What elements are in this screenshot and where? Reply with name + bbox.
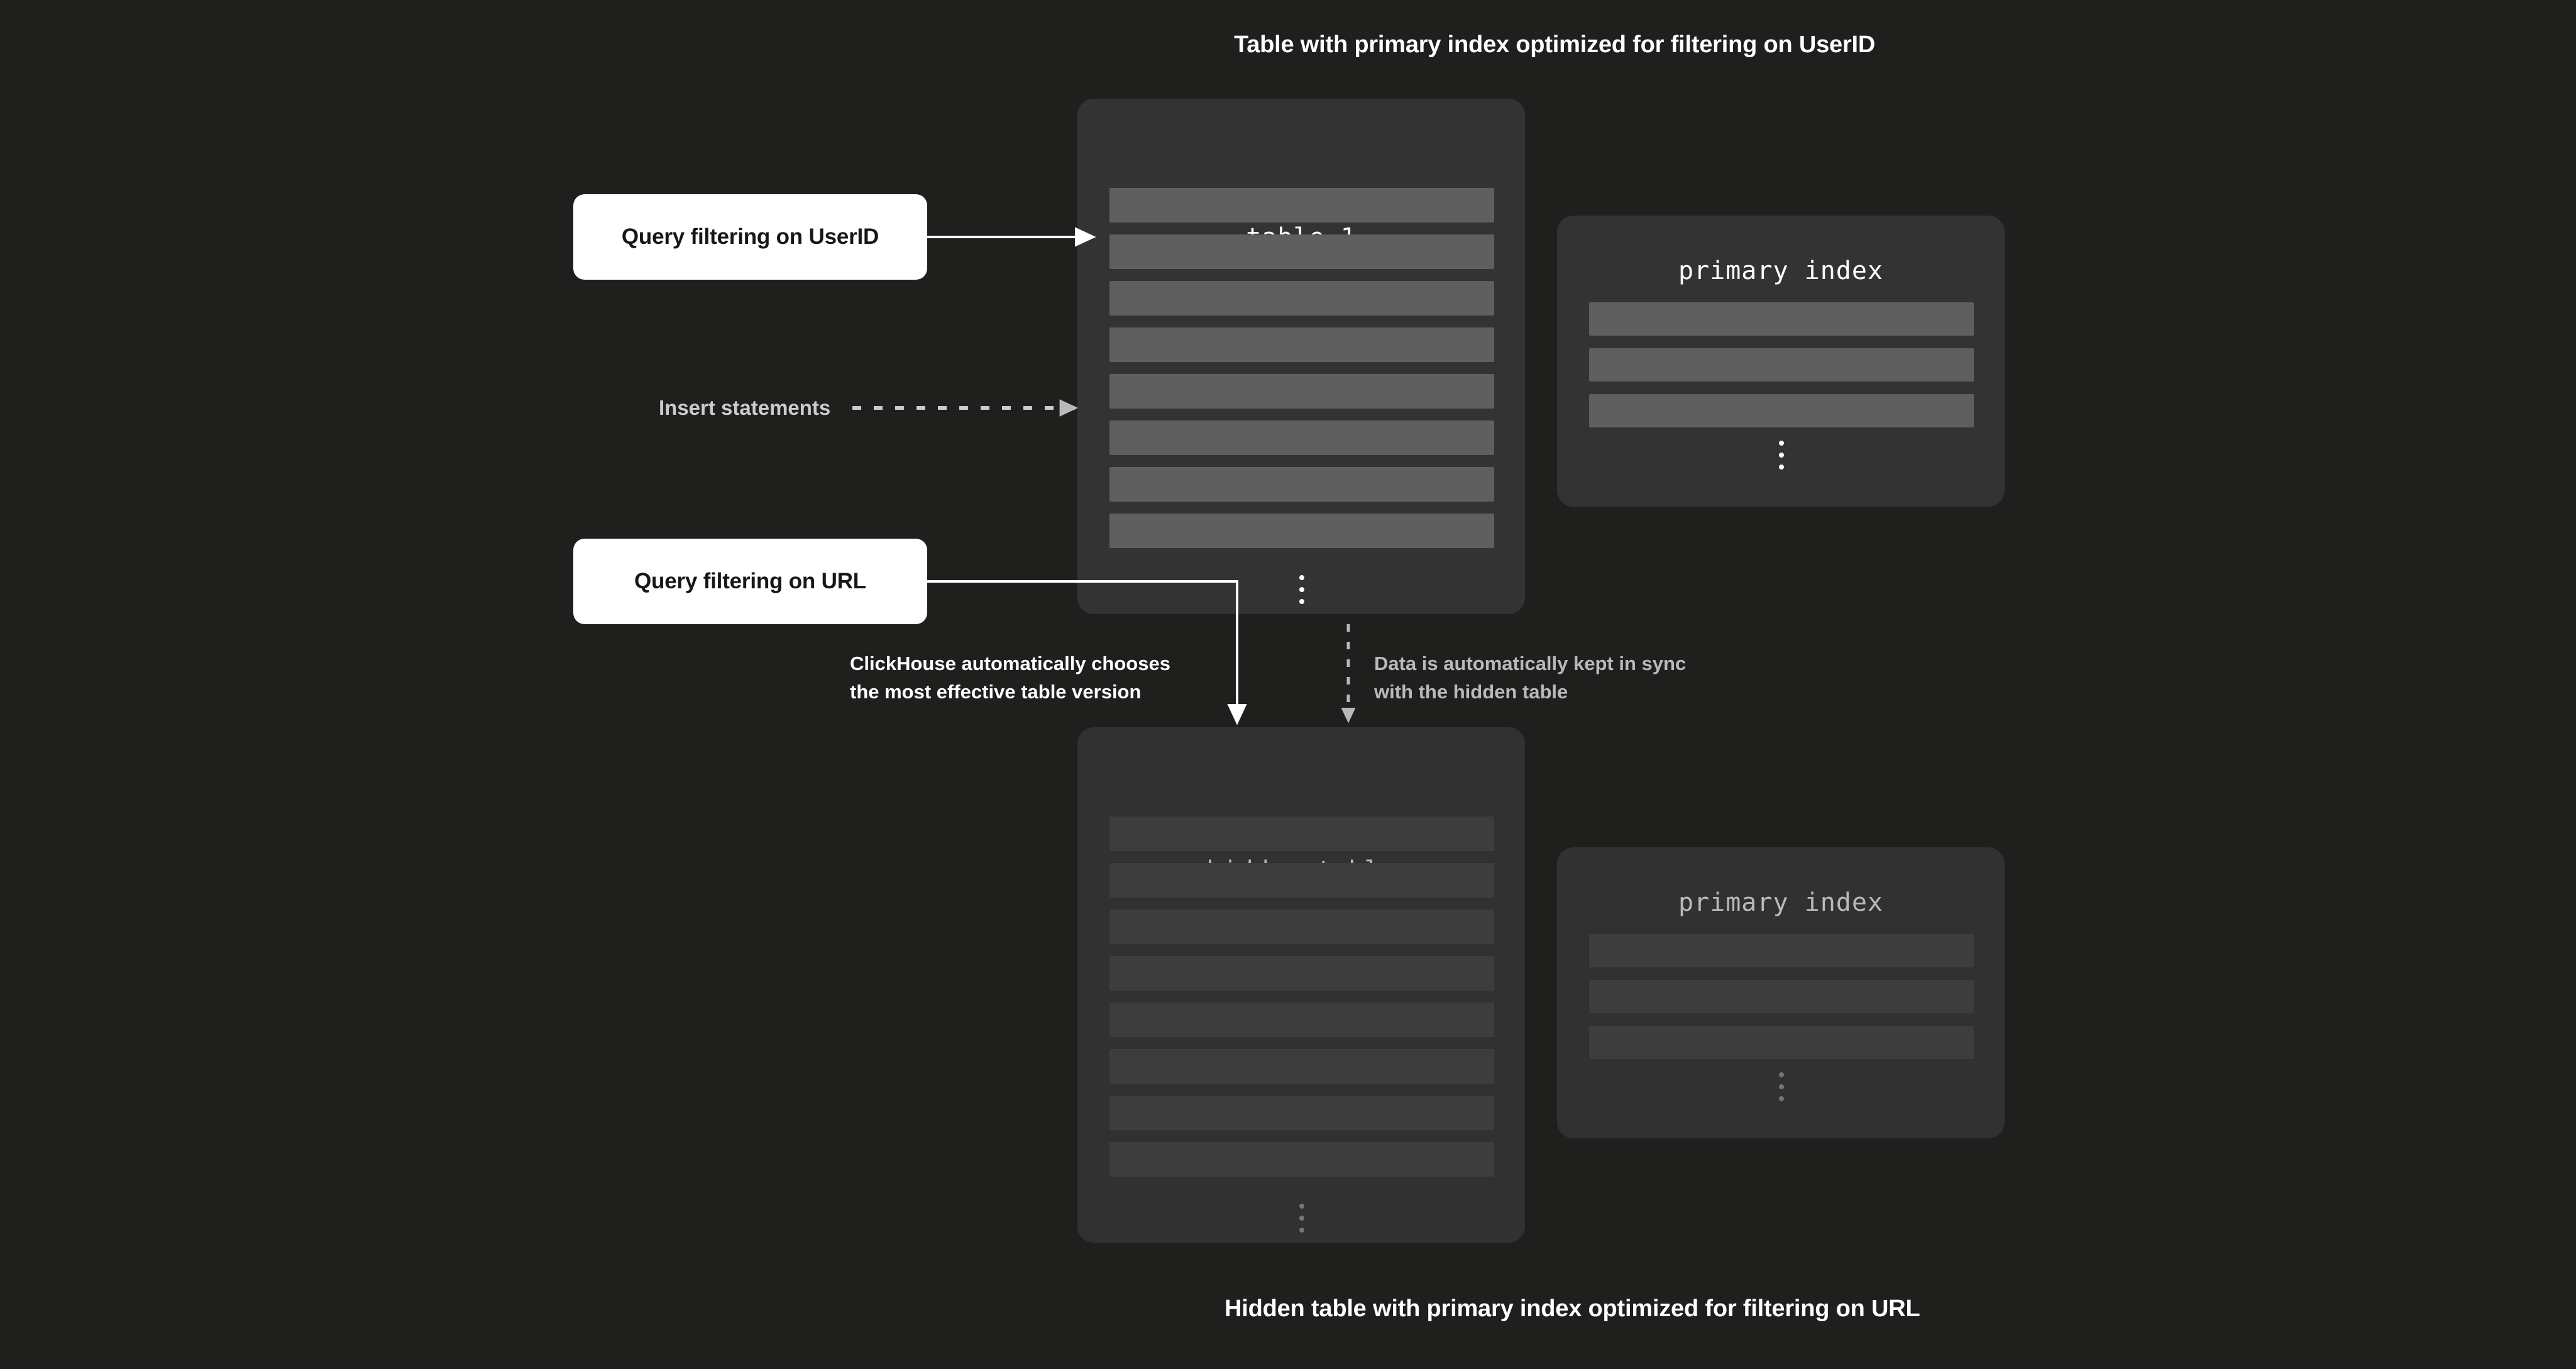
bottom-caption: Hidden table with primary index optimize… — [1225, 1295, 1920, 1322]
primary-index-bottom-panel: primary index — [1557, 847, 2005, 1138]
vertical-ellipsis-icon — [1778, 1072, 1785, 1101]
top-caption: Table with primary index optimized for f… — [1234, 31, 1876, 58]
index-row — [1589, 302, 1974, 336]
kept-in-sync-annotation: Data is automatically kept in sync with … — [1374, 652, 1687, 703]
chooses-version-annotation: ClickHouse automatically chooses the mos… — [850, 652, 1170, 703]
table-row — [1109, 327, 1494, 362]
table-row — [1109, 1142, 1494, 1177]
table-row — [1109, 1049, 1494, 1084]
primary-index-bottom-title: primary index — [1678, 888, 1884, 917]
index-row — [1589, 980, 1974, 1013]
index-row — [1589, 1026, 1974, 1059]
table-row — [1109, 467, 1494, 502]
primary-index-top-panel: primary index — [1557, 216, 2005, 507]
vertical-ellipsis-icon — [1299, 1204, 1305, 1233]
index-row — [1589, 394, 1974, 427]
table-row — [1109, 514, 1494, 548]
table-row — [1109, 188, 1494, 223]
insert-statements-label: Insert statements — [659, 396, 831, 419]
table-row — [1109, 910, 1494, 944]
table-row — [1109, 1003, 1494, 1037]
query-filtering-userid-callout[interactable]: Query filtering on UserID — [573, 194, 927, 280]
table-row — [1109, 374, 1494, 409]
table-row — [1109, 816, 1494, 851]
index-row — [1589, 934, 1974, 967]
query-filtering-url-label: Query filtering on URL — [634, 569, 866, 593]
table-row — [1109, 863, 1494, 898]
table-row — [1109, 956, 1494, 991]
vertical-ellipsis-icon — [1299, 575, 1305, 604]
vertical-ellipsis-icon — [1778, 441, 1785, 470]
table-row — [1109, 1096, 1494, 1130]
hidden-table-panel: hidden table — [1077, 727, 1525, 1243]
table-row — [1109, 421, 1494, 455]
query-filtering-url-callout[interactable]: Query filtering on URL — [573, 539, 927, 624]
table-1-panel: table 1 — [1077, 99, 1525, 614]
index-row — [1589, 348, 1974, 382]
primary-index-top-title: primary index — [1678, 256, 1884, 285]
table-row — [1109, 281, 1494, 316]
table-row — [1109, 234, 1494, 269]
query-filtering-userid-label: Query filtering on UserID — [621, 224, 879, 249]
